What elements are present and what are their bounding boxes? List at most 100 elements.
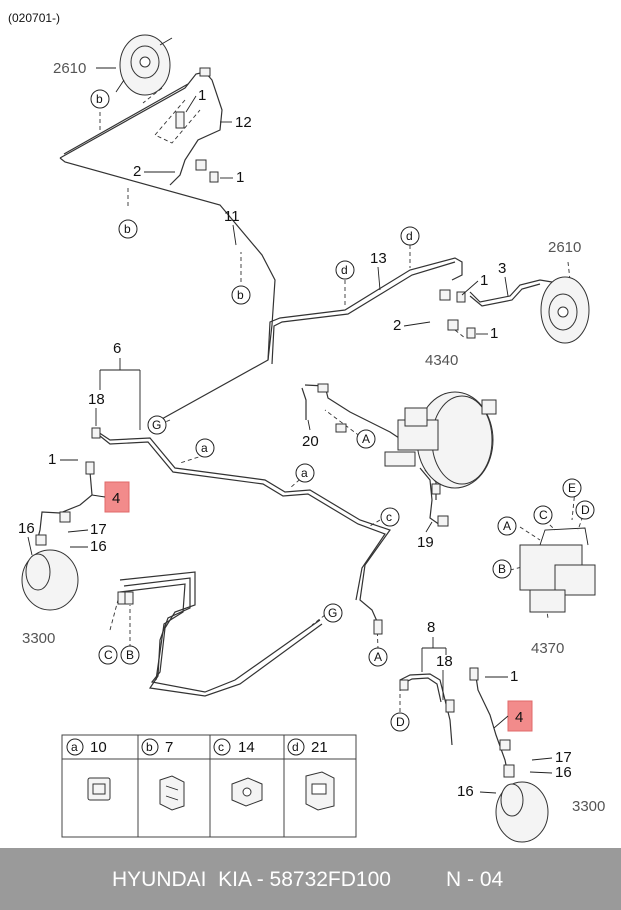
callout-1: 1 [198,87,206,104]
ref-B: B [492,559,512,579]
callout-16: 16 [555,764,572,781]
clip-legend-table: a 10 b 7 c 14 d 21 [61,734,357,838]
callout-1: 1 [48,451,56,468]
legend-entry-d: d 21 [287,738,328,756]
callout-20: 20 [302,433,319,450]
clip-c-icon [231,777,263,807]
part-2610-left: 2610 [53,60,86,77]
brake-disc-right [495,781,549,843]
ref-b: b [118,219,138,239]
svg-text:21: 21 [311,739,328,756]
callout-16: 16 [90,538,107,555]
callout-4: 4 [515,709,523,726]
callout-13: 13 [370,250,387,267]
clip-a-icon [87,777,111,801]
ref-g: G [147,415,167,435]
ref-D: D [575,500,595,520]
svg-text:B: B [498,562,506,576]
svg-text:G: G [328,606,337,620]
part-3300-right: 3300 [572,798,605,815]
callout-2: 2 [133,163,141,180]
ref-B: B [120,645,140,665]
ref-D: D [390,712,410,732]
callout-12: 12 [235,114,252,131]
callout-17: 17 [90,521,107,538]
legend-entry-a: a 10 [66,738,107,756]
backing-plate-right [540,276,590,344]
svg-text:C: C [104,648,113,662]
legend-entry-b: b 7 [141,738,173,756]
svg-text:G: G [152,418,161,432]
svg-text:a: a [71,740,78,754]
backing-plate-left [115,34,173,96]
svg-text:d: d [406,229,413,243]
svg-text:10: 10 [90,739,107,756]
ref-C: C [98,645,118,665]
svg-text:c: c [218,740,224,754]
svg-text:A: A [503,519,511,533]
callout-16: 16 [18,520,35,537]
callout-16: 16 [457,783,474,800]
svg-text:14: 14 [238,739,255,756]
callout-18: 18 [88,391,105,408]
ref-b: b [231,285,251,305]
part-3300-left: 3300 [22,630,55,647]
svg-text:7: 7 [165,739,173,756]
ref-b: b [90,89,110,109]
ref-d: d [335,260,355,280]
svg-text:b: b [237,288,244,302]
svg-text:b: b [96,92,103,106]
callout-17: 17 [555,749,572,766]
brake-line-diagram: (020701-) [8,11,605,843]
svg-text:d: d [341,263,348,277]
ref-a: a [295,463,315,483]
highlight-part-4-left[interactable]: 4 [91,481,130,513]
svg-text:a: a [301,466,308,480]
ref-c: c [380,507,400,527]
part-4340: 4340 [425,352,458,369]
callout-18: 18 [436,653,453,670]
callout-4: 4 [112,490,120,507]
svg-text:c: c [386,510,392,524]
ref-g: G [323,603,343,623]
svg-text:d: d [292,740,299,754]
clip-d-icon [305,771,335,811]
ref-A: A [497,516,517,536]
reference-markers: b b b d d G G a a c A A A C C B B D D E [90,89,595,732]
callout-1: 1 [510,668,518,685]
svg-text:b: b [124,222,131,236]
brake-disc-left [21,549,79,611]
svg-text:C: C [539,508,548,522]
callout-11: 11 [224,208,240,225]
abs-unit [519,527,596,613]
ref-a: a [195,438,215,458]
callout-3: 3 [498,260,506,277]
highlight-part-4-right[interactable]: 4 [493,700,533,732]
part-4370: 4370 [531,640,564,657]
callout-19: 19 [417,534,434,551]
legend-entry-c: c 14 [213,738,255,756]
callout-8: 8 [427,619,435,636]
clip-b-icon [159,775,185,811]
callout-1: 1 [480,272,488,289]
brake-booster [384,391,497,489]
part-2610-right: 2610 [548,239,581,256]
svg-text:B: B [126,648,134,662]
svg-text:a: a [201,441,208,455]
svg-text:D: D [396,715,405,729]
fittings [35,67,515,778]
footer-bar: HYUNDAI KIA - 58732FD100 N - 04 [0,848,621,910]
svg-text:E: E [568,481,576,495]
ref-A: A [356,429,376,449]
footer-page: N - 04 [446,868,504,891]
callout-numbers: 1 12 2 1 11 13 1 3 2 1 6 18 1 16 17 16 2… [18,87,572,800]
ref-E: E [562,478,582,498]
svg-text:A: A [362,432,370,446]
svg-text:D: D [581,503,590,517]
ref-d: d [400,226,420,246]
callout-6: 6 [113,340,121,357]
svg-text:A: A [374,650,382,664]
footer-part-number: HYUNDAI KIA - 58732FD100 [112,868,391,891]
callout-1: 1 [490,325,498,342]
ref-A: A [368,647,388,667]
